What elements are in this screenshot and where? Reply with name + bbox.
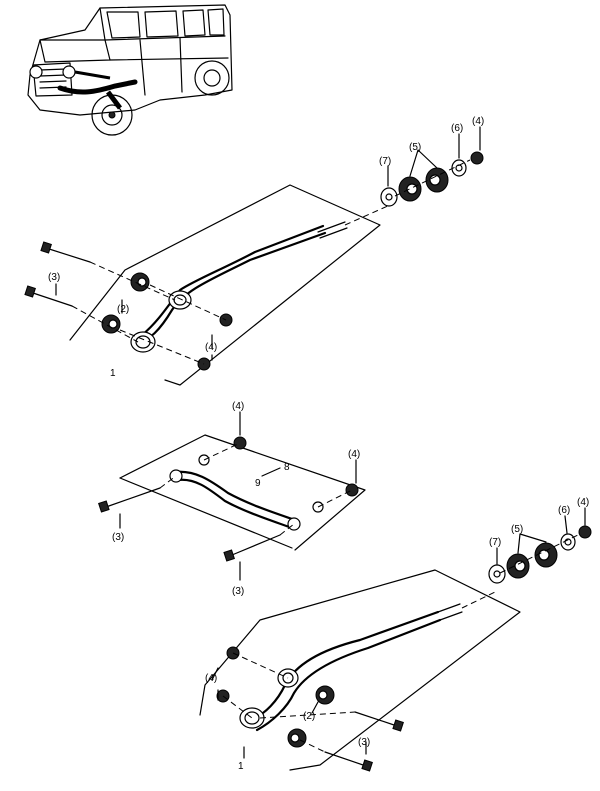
label-mid-9: 9 — [255, 478, 261, 489]
label-top-7: (7) — [379, 156, 391, 167]
label-top-4-right: (4) — [472, 116, 484, 127]
label-bot-6: (6) — [558, 505, 570, 516]
label-mid-3-left: (3) — [112, 532, 124, 543]
label-top-5: (5) — [409, 142, 421, 153]
label-top-3: (3) — [48, 272, 60, 283]
label-bot-7: (7) — [489, 537, 501, 548]
label-bot-4-right: (4) — [577, 497, 589, 508]
label-mid-8: 8 — [284, 462, 290, 473]
top-assembly — [24, 126, 484, 386]
label-top-6: (6) — [451, 123, 463, 134]
label-top-2: (2) — [117, 304, 129, 315]
label-bot-3: (3) — [358, 737, 370, 748]
label-mid-4-right: (4) — [348, 449, 360, 460]
label-bot-4-left: (4) — [205, 673, 217, 684]
label-mid-3-bottom: (3) — [232, 586, 244, 597]
label-bot-1: 1 — [238, 761, 244, 772]
bottom-assembly — [199, 507, 592, 772]
label-bot-5: (5) — [511, 524, 523, 535]
label-top-4-left: (4) — [205, 342, 217, 353]
off-road-suv-icon — [27, 4, 233, 136]
label-mid-4-top: (4) — [232, 401, 244, 412]
label-top-1: 1 — [110, 368, 116, 379]
label-bot-2: (2) — [303, 711, 315, 722]
middle-assembly — [98, 411, 366, 581]
